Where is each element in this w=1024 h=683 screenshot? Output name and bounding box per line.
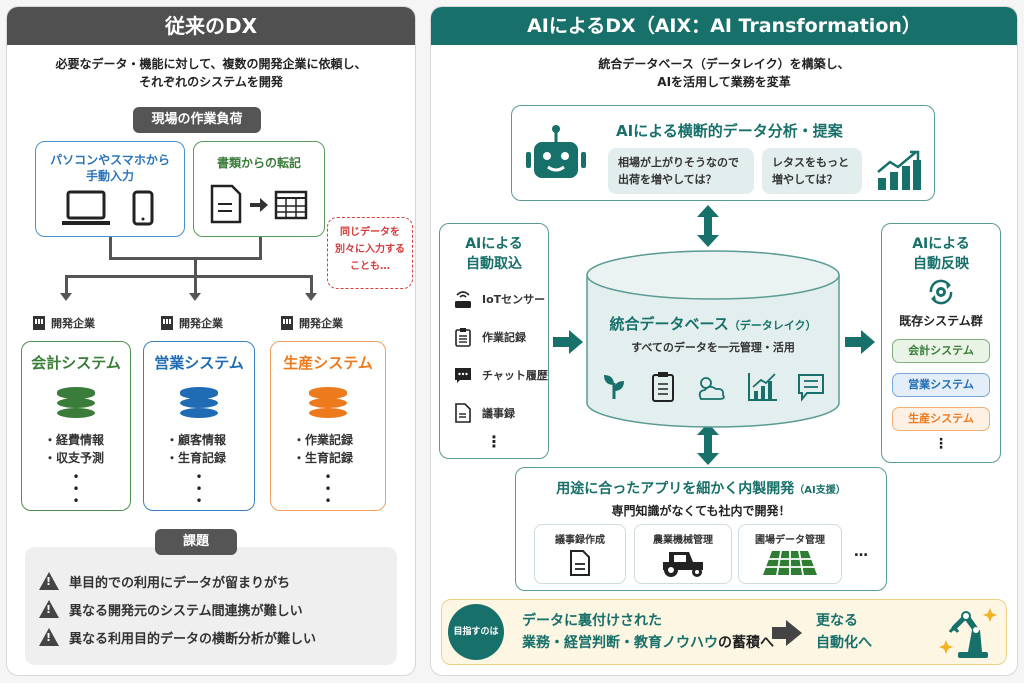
in-house-apps-box: 用途に合ったアプリを細かく内製開発（AI支援） 専門知識がなくても社内で開発！ …	[515, 467, 887, 591]
issue-item: 単目的での利用にデータが留まりがち	[39, 567, 397, 595]
database-subtitle: すべてのデータを一元管理・活用	[631, 341, 795, 354]
ai-dx-panel: AIによるDX（AIX：AI Transformation） 統合データベース（…	[430, 6, 1018, 676]
arrow-down-icon	[305, 293, 317, 301]
app-card-field-data: 圃場データ管理	[738, 524, 842, 584]
tractor-icon	[663, 552, 703, 577]
sync-gear-icon	[929, 279, 953, 305]
integrated-database-cylinder	[586, 250, 840, 428]
more-dots: ⋮	[934, 436, 948, 452]
goal-badge: 目指すのは	[448, 604, 504, 660]
building-icon	[281, 316, 293, 330]
field-grid-icon	[763, 550, 817, 576]
warning-icon	[39, 600, 59, 618]
sales-system-card: 営業システム ・顧客情報・生育記録 •••	[143, 341, 255, 511]
database-title: 統合データベース（データレイク）	[609, 315, 817, 333]
sprout-icon	[604, 375, 624, 399]
in-house-apps-title: 用途に合ったアプリを細かく内製開発（AI支援）	[556, 481, 846, 497]
more-dots: •••	[72, 470, 80, 508]
workload-label: 現場の作業負荷	[133, 107, 261, 133]
intake-item-work-record: 作業記録	[440, 318, 548, 356]
growth-chart-icon	[877, 150, 921, 190]
arrow-right-icon	[845, 330, 875, 354]
connector-line	[194, 275, 197, 293]
traditional-dx-title: 従来のDX	[7, 7, 415, 45]
robot-icon	[526, 125, 586, 178]
connector-line	[259, 237, 262, 259]
arrow-down-icon	[189, 293, 201, 301]
auto-reflect-box: AIによる 自動反映 既存システム群 会計システム 営業システム 生産システム …	[881, 223, 1001, 463]
ai-analysis-title: AIによる横断的データ分析・提案	[616, 122, 843, 140]
database-icon	[309, 387, 347, 419]
auto-intake-box: AIによる 自動取込 IoTセンサー 作業記録 チャット履歴 議事録 ⋮	[439, 223, 549, 459]
weather-icon	[698, 377, 725, 400]
intake-item-chat: チャット履歴	[440, 356, 548, 394]
existing-systems-label: 既存システム群	[899, 314, 983, 328]
chip-production-system: 生産システム	[892, 407, 990, 431]
chip-accounting-system: 会計システム	[892, 339, 990, 363]
database-icon	[180, 387, 218, 419]
manual-input-box: パソコンやスマホから 手動入力	[35, 141, 185, 237]
more-dots: •••	[324, 470, 332, 508]
app-card-minutes: 議事録作成	[534, 524, 626, 584]
bidirectional-arrow-icon	[697, 423, 719, 465]
intake-item-minutes: 議事録	[440, 394, 548, 432]
connector-line	[109, 237, 112, 259]
connector-line	[194, 257, 197, 277]
database-data-icons	[604, 372, 824, 402]
goal-banner: 目指すのは データに裏付けされた 業務・経営判断・教育ノウハウの蓄積へ 更なる …	[441, 599, 1007, 665]
document-icon	[570, 550, 590, 576]
warning-icon	[39, 628, 59, 646]
connector-line	[65, 275, 313, 278]
more-dots: ⋮	[486, 432, 502, 451]
chat-icon	[455, 368, 471, 383]
ai-dx-title: AIによるDX（AIX：AI Transformation）	[431, 7, 1017, 45]
issue-item: 異なる開発元のシステム間連携が難しい	[39, 595, 397, 623]
dev-company-label: 開発企業	[33, 315, 95, 331]
dev-company-label: 開発企業	[281, 315, 343, 331]
ai-dx-subtitle: 統合データベース（データレイク）を構築し、 AIを活用して業務を変革	[598, 57, 850, 89]
in-house-apps-subtitle: 専門知識がなくても社内で開発！	[611, 504, 791, 518]
laptop-phone-icon	[62, 190, 154, 226]
robot-arm-icon	[939, 608, 997, 658]
connector-line	[65, 275, 68, 293]
database-icon	[57, 387, 95, 419]
suggestion-bubble: 相場が上がりそうなので 出荷を増やしては？	[608, 148, 754, 194]
traditional-dx-subtitle: 必要なデータ・機能に対して、複数の開発企業に依頼し、 それぞれのシステムを開発	[55, 57, 367, 89]
dev-company-label: 開発企業	[161, 315, 223, 331]
intake-item-iot: IoTセンサー	[440, 280, 548, 318]
issues-box: 単目的での利用にデータが留まりがち 異なる開発元のシステム間連携が難しい 異なる…	[25, 547, 397, 665]
accounting-system-card: 会計システム ・経費情報・収支予測 •••	[21, 341, 131, 511]
chip-sales-system: 営業システム	[892, 373, 990, 397]
clipboard-icon	[455, 328, 471, 347]
warning-icon	[39, 572, 59, 590]
suggestion-bubble: レタスをもっと 増やしては？	[762, 148, 862, 194]
goal-text: データに裏付けされた 業務・経営判断・教育ノウハウの蓄積へ	[522, 613, 774, 651]
ai-analysis-box: AIによる横断的データ分析・提案 相場が上がりそうなので 出荷を増やしては？ レ…	[511, 105, 935, 201]
iot-sensor-icon	[455, 291, 471, 308]
production-system-card: 生産システム ・作業記録・生育記録 •••	[270, 341, 386, 511]
goal-result: 更なる 自動化へ	[816, 613, 872, 651]
building-icon	[161, 316, 173, 330]
more-dots: •••	[195, 470, 203, 508]
document-to-table-icon	[210, 184, 308, 224]
app-card-machinery: 農業機械管理	[634, 524, 732, 584]
bidirectional-arrow-icon	[697, 205, 719, 247]
arrow-right-icon	[772, 620, 802, 646]
analytics-chart-icon	[748, 373, 777, 401]
connector-line	[109, 257, 262, 260]
issues-label: 課題	[155, 529, 237, 555]
more-apps-ellipsis: …	[854, 544, 868, 560]
clipboard-icon	[652, 372, 674, 402]
arrow-down-icon	[60, 293, 72, 301]
building-icon	[33, 316, 45, 330]
duplicate-entry-callout: 同じデータを 別々に入力する ことも…	[327, 217, 413, 289]
document-icon	[455, 403, 471, 423]
message-icon	[798, 374, 824, 402]
document-transcribe-box: 書類からの転記	[193, 141, 325, 237]
traditional-dx-panel: 従来のDX 必要なデータ・機能に対して、複数の開発企業に依頼し、 それぞれのシス…	[6, 6, 416, 676]
connector-line	[310, 275, 313, 293]
issue-item: 異なる利用目的データの横断分析が難しい	[39, 623, 397, 651]
arrow-right-icon	[553, 330, 583, 354]
